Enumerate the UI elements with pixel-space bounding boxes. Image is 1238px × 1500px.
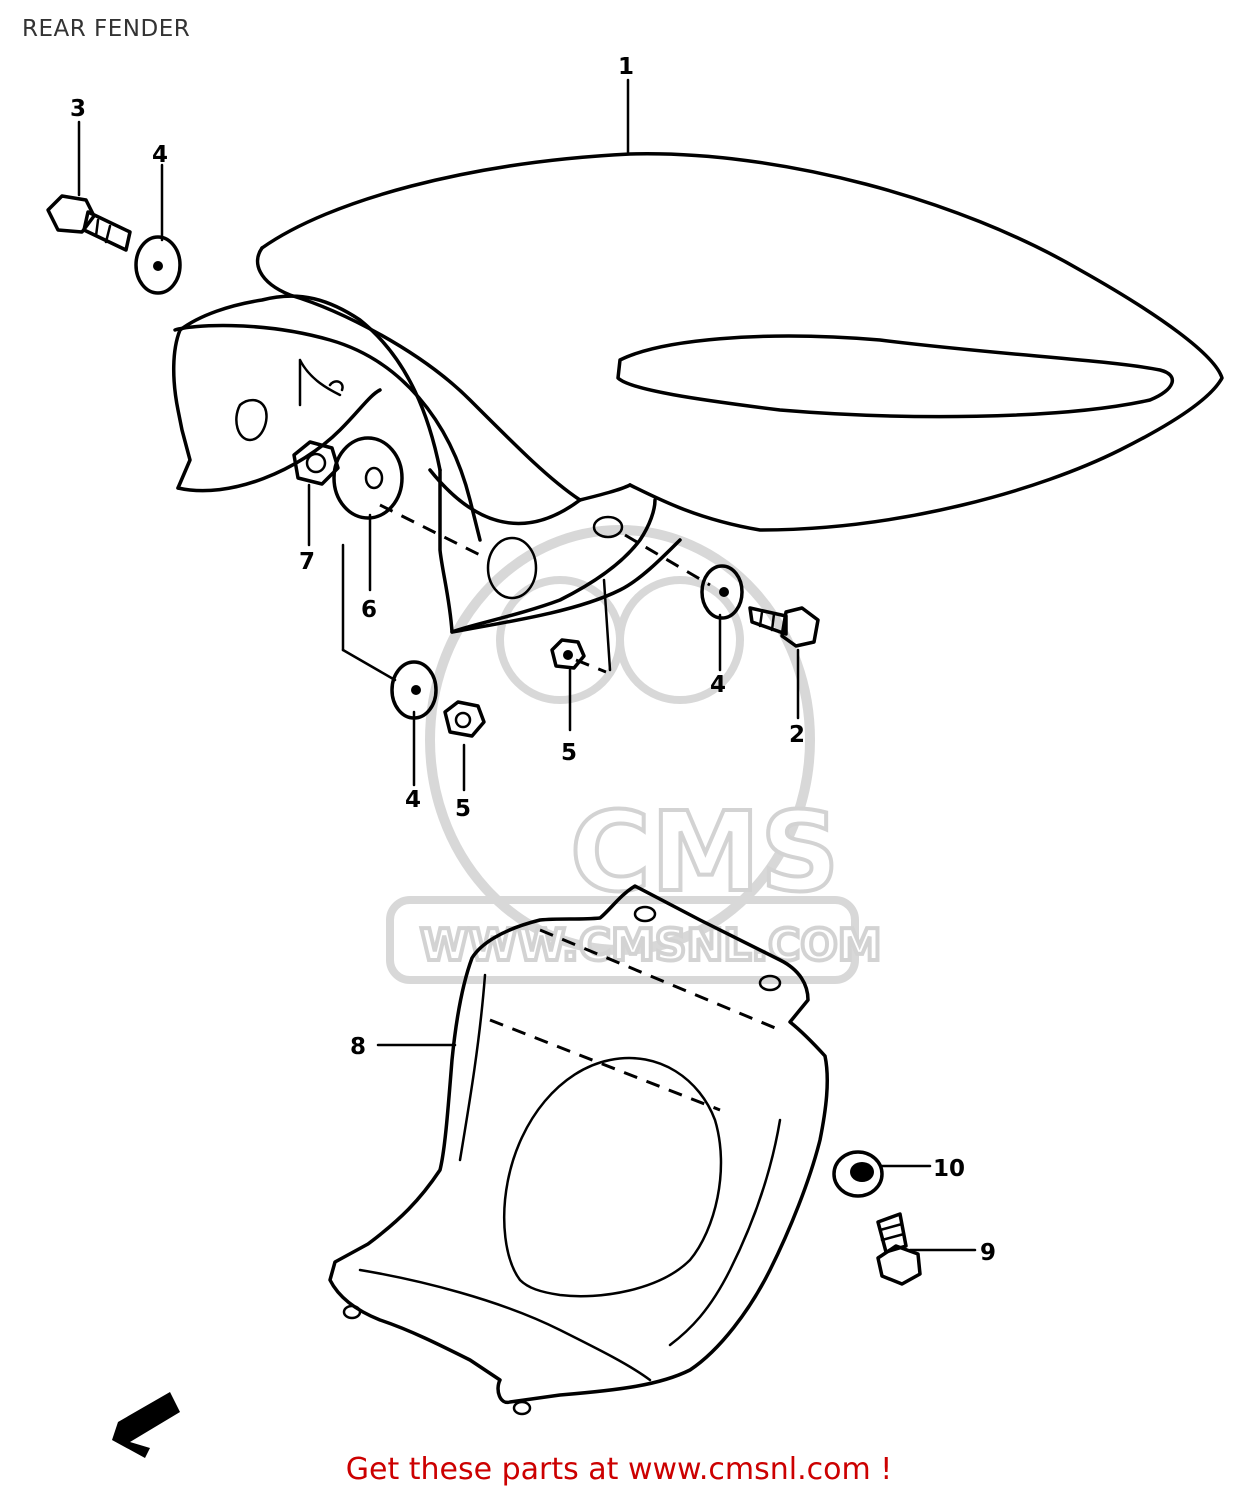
page-title: REAR FENDER: [22, 16, 191, 42]
nut-part-7: [292, 440, 340, 486]
callout-3: 3: [70, 96, 86, 122]
washer-part-4-lower: [390, 660, 438, 720]
callout-8: 8: [350, 1034, 366, 1060]
grommet-part-10: [832, 1150, 884, 1198]
callout-9: 9: [980, 1240, 996, 1266]
cms-watermark: CMS WWW.CMSNL.COM: [386, 525, 884, 984]
nut-part-5-center: [550, 638, 586, 670]
watermark-url: WWW.CMSNL.COM: [420, 920, 882, 971]
nut-part-5-lower: [443, 700, 486, 738]
callout-5-lower: 5: [455, 796, 471, 822]
screw-part-9: [876, 1212, 922, 1286]
footer-parts-link[interactable]: Get these parts at www.cmsnl.com !: [345, 1452, 893, 1487]
leader-lines: [77, 78, 977, 1252]
callout-4-top: 4: [152, 142, 168, 168]
callout-7: 7: [299, 549, 315, 575]
washer-part-4-right: [700, 564, 744, 620]
washer-part-6: [332, 436, 404, 520]
watermark-logo: CMS: [570, 788, 839, 916]
bolt-part-3: [46, 194, 132, 252]
front-direction-arrow: [112, 1392, 180, 1458]
callout-6: 6: [361, 597, 377, 623]
callout-4-lower: 4: [405, 787, 421, 813]
bolt-part-2: [748, 606, 820, 648]
mud-guard-part-8: [328, 884, 830, 1416]
callout-5-center: 5: [561, 740, 577, 766]
callout-numbers: 1 2 3 4 4 4 5 5 6 7 8 9 10: [70, 54, 996, 1266]
callout-2: 2: [789, 722, 805, 748]
washer-part-4-top: [134, 235, 182, 295]
callout-1: 1: [618, 54, 634, 80]
callout-4-right: 4: [710, 672, 726, 698]
rear-fender-part-1: [172, 152, 1224, 634]
callout-10: 10: [933, 1156, 965, 1182]
